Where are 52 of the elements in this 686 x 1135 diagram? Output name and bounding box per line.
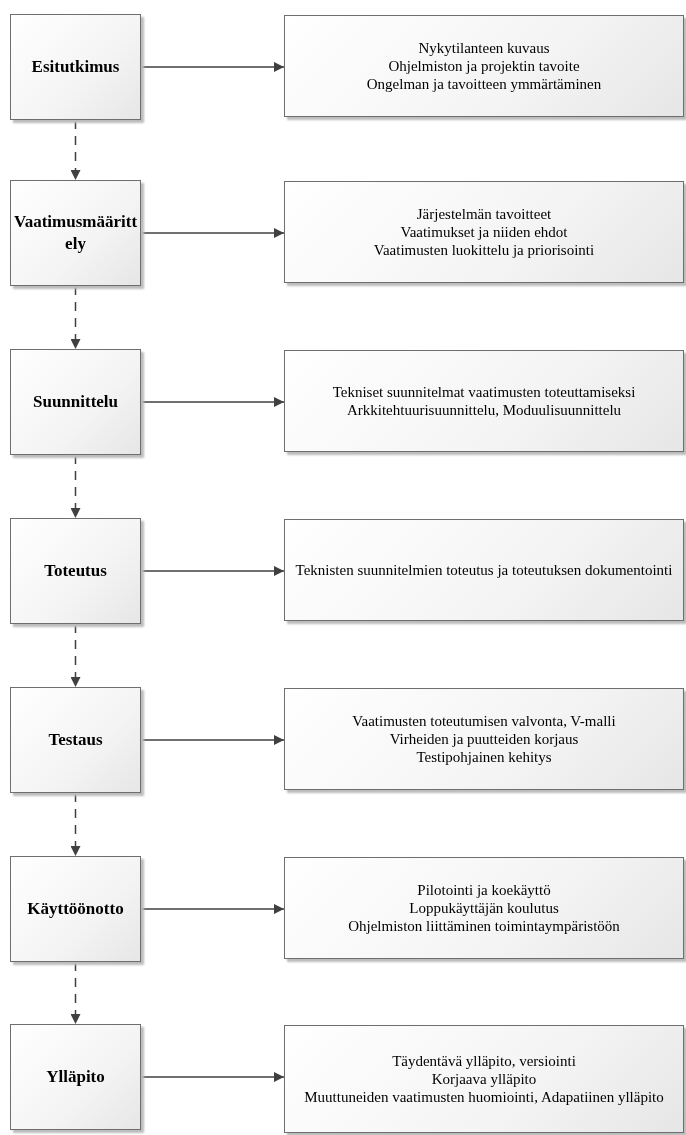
arrow xyxy=(70,961,81,1025)
phase-title: Esitutkimus xyxy=(30,56,121,78)
phase-box xyxy=(10,180,141,286)
phase-title: Toteutus xyxy=(43,560,108,582)
arrow xyxy=(70,623,81,688)
phase-title: Suunnittelu xyxy=(31,391,119,413)
phase-box xyxy=(10,1024,141,1130)
description-text: Nykytilanteen kuvaus xyxy=(418,39,550,57)
description-box xyxy=(284,519,684,621)
arrow xyxy=(140,1072,285,1082)
arrow xyxy=(70,454,81,519)
description-text: Ongelman ja tavoitteen ymmärtäminen xyxy=(366,75,602,93)
description-text: Vaatimusten toteutumisen valvonta, V-malli xyxy=(352,712,616,730)
phase-title: Käyttöönotto xyxy=(26,898,125,920)
arrow xyxy=(70,285,81,350)
description-box xyxy=(284,15,684,117)
description-text: Testipohjainen kehitys xyxy=(416,748,552,766)
description-text: Vaatimusten luokittelu ja priorisointi xyxy=(373,241,595,259)
arrow xyxy=(140,566,285,576)
arrow xyxy=(140,397,285,407)
description-text: Loppukäyttäjän koulutus xyxy=(409,899,559,917)
description-text: Ohjelmiston ja projektin tavoite xyxy=(388,57,580,75)
phase-title: Vaatimusmäärittely xyxy=(12,211,139,255)
arrow xyxy=(70,119,81,181)
description-box xyxy=(284,688,684,790)
arrow xyxy=(140,62,285,72)
arrow xyxy=(140,904,285,914)
description-text: Pilotointi ja koekäyttö xyxy=(417,881,551,899)
description-text: Täydentävä ylläpito, versiointi xyxy=(392,1052,576,1070)
phase-title: Ylläpito xyxy=(45,1066,106,1088)
description-box xyxy=(284,857,684,959)
description-box xyxy=(284,1025,684,1133)
description-text: Virheiden ja puutteiden korjaus xyxy=(389,730,579,748)
description-text: Järjestelmän tavoitteet xyxy=(416,205,552,223)
description-text: Muuttuneiden vaatimusten huomiointi, Adapatiinen ylläpito xyxy=(304,1088,664,1106)
description-text: Korjaava ylläpito xyxy=(431,1070,537,1088)
phase-box xyxy=(10,14,141,120)
description-text: Arkkitehtuurisuunnittelu, Moduulisuunnittelu xyxy=(346,401,622,419)
arrow xyxy=(70,792,81,857)
phase-box xyxy=(10,856,141,962)
description-box xyxy=(284,181,684,283)
phase-box xyxy=(10,349,141,455)
phase-box xyxy=(10,687,141,793)
phase-title: Testaus xyxy=(47,729,104,751)
description-text: Vaatimukset ja niiden ehdot xyxy=(400,223,568,241)
description-text: Teknisten suunnitelmien toteutus ja toteutuksen dokumentointi xyxy=(295,561,673,579)
arrow xyxy=(140,735,285,745)
arrow xyxy=(140,228,285,238)
description-box xyxy=(284,350,684,452)
phase-box xyxy=(10,518,141,624)
description-text: Ohjelmiston liittäminen toimintaympäristöön xyxy=(348,917,620,935)
description-text: Tekniset suunnitelmat vaatimusten toteuttamiseksi xyxy=(332,383,636,401)
